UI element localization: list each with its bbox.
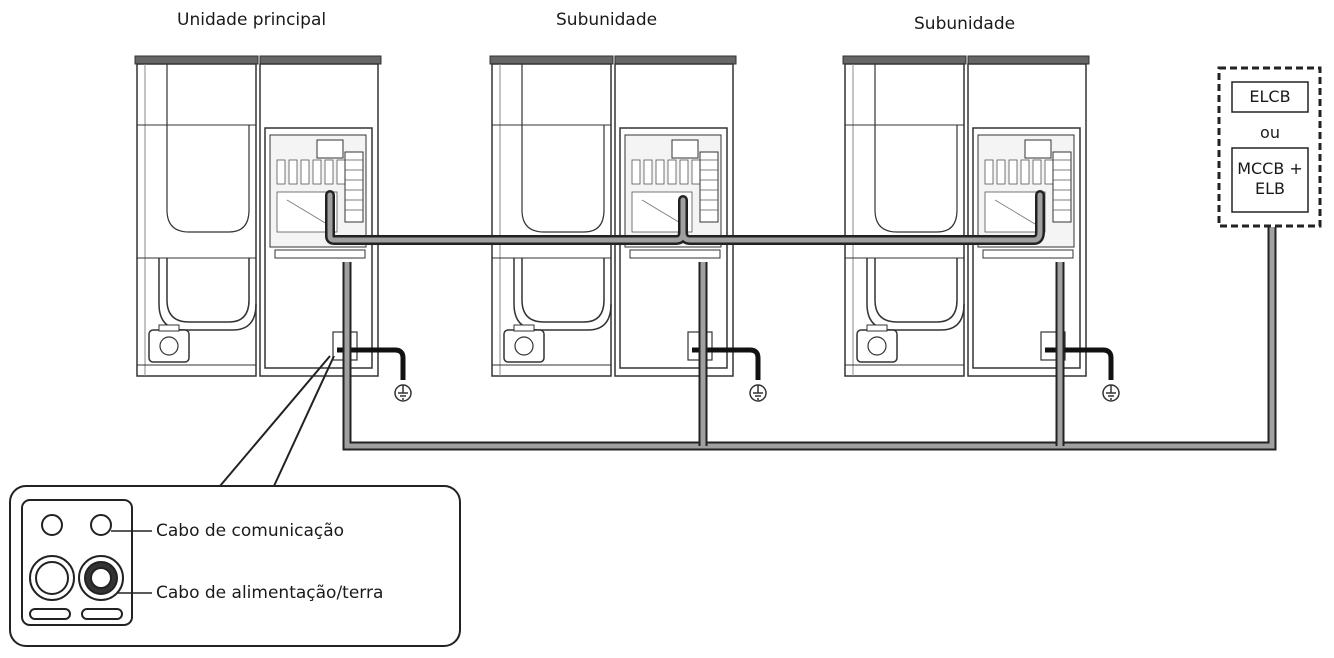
breaker-box [1217,66,1322,228]
ground-symbol-icon [394,384,412,402]
unit-label-sub-2: Subunidade [914,14,1016,34]
unit-sub-1 [489,55,767,402]
power-ground-cable-label: Cabo de alimentação/terra [156,583,384,603]
comm-port-icon [41,514,63,536]
ground-symbol-icon [1102,384,1120,402]
breaker-option-mccb: MCCB + [1237,159,1303,178]
communication-cable-label: Cabo de comunicação [156,521,345,541]
unit-label-main: Unidade principal [177,10,327,30]
comm-port-icon [90,514,112,536]
power-cable [342,227,1277,451]
breaker-option-elcb: ELCB [1249,87,1291,106]
breaker-separator: ou [1260,123,1280,142]
communication-cable [325,190,1045,245]
breaker-option-elb: ELB [1255,179,1285,198]
unit-main [134,55,412,402]
ground-symbol-icon [749,384,767,402]
unit-sub-2 [842,55,1120,402]
unit-label-sub-1: Subunidade [556,10,658,30]
callout-detail [9,355,461,647]
